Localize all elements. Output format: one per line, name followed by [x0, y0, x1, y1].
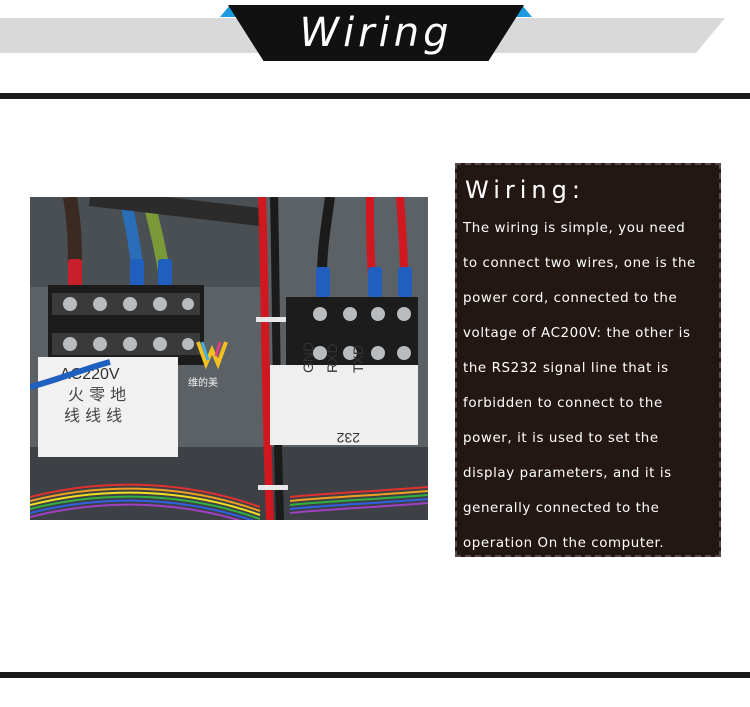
divider-top: [0, 93, 750, 99]
panel-line: power, it is used to set the: [463, 431, 659, 446]
page-title: Wiring: [299, 10, 453, 56]
panel-line: generally connected to the: [463, 501, 660, 516]
panel-line: power cord, connected to the: [463, 291, 678, 306]
label-chinese-row2: 线 线 线: [64, 406, 122, 425]
label-chinese-row1: 火 零 地: [68, 385, 126, 404]
panel-title: Wiring:: [465, 176, 585, 204]
panel-line: to connect two wires, one is the: [463, 256, 696, 271]
panel-line: operation On the computer.: [463, 536, 665, 551]
panel-line: forbidden to connect to the: [463, 396, 663, 411]
divider-bottom: [0, 672, 750, 678]
panel-line: voltage of AC200V: the other is: [463, 326, 691, 341]
panel-line: The wiring is simple, you need: [463, 221, 686, 236]
label-rxd: RXD: [324, 343, 340, 373]
label-txd: TXD: [350, 345, 366, 373]
label-gnd: GND: [300, 342, 316, 373]
description-panel: Wiring: The wiring is simple, you need t…: [455, 163, 721, 557]
panel-text: The wiring is simple, you need to connec…: [463, 211, 713, 561]
header-banner: Wiring: [228, 5, 524, 61]
watermark-text: 维的美: [188, 376, 218, 389]
panel-line: the RS232 signal line that is: [463, 361, 669, 376]
label-232: 232: [336, 430, 360, 446]
panel-line: display parameters, and it is: [463, 466, 672, 481]
wiring-photo: AC220V 火 零 地 线 线 线 维的美: [30, 197, 428, 520]
